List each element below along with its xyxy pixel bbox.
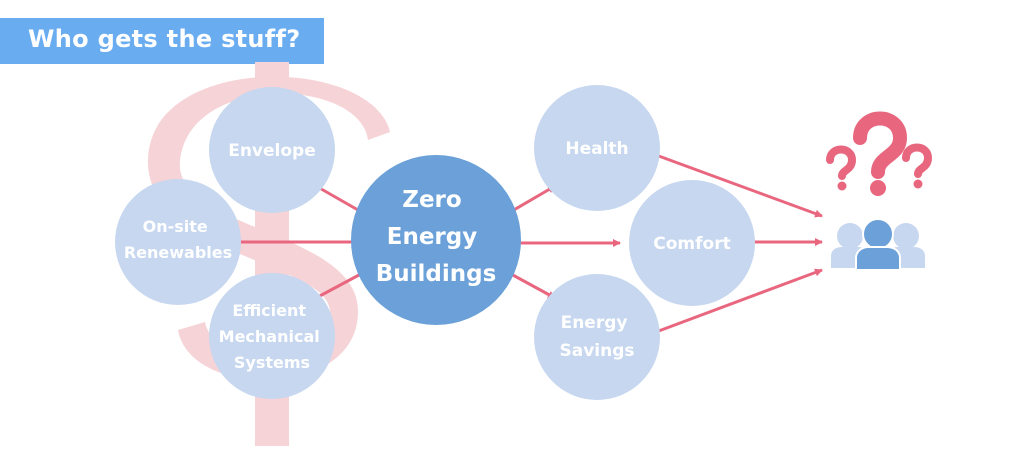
node-zero-energy-buildings: Zero Energy Buildings (351, 155, 521, 325)
arrow-savings-to-people (655, 268, 823, 334)
node-label: Health (565, 139, 628, 159)
page-title: Who gets the stuff? (28, 25, 301, 53)
node-label: Efficient Mechanical Systems (219, 301, 326, 372)
node-health: Health (534, 85, 660, 211)
node-label: Envelope (228, 141, 316, 161)
node-label: Comfort (653, 234, 730, 254)
people-group-icon (831, 218, 925, 271)
question-marks-icon (826, 111, 933, 196)
node-label: Zero Energy Buildings (376, 187, 497, 287)
node-mechanical: Efficient Mechanical Systems (209, 273, 335, 399)
title-banner: Who gets the stuff? (0, 18, 324, 64)
node-energy-savings: Energy Savings (534, 274, 660, 400)
arrow-health-to-people (655, 153, 823, 218)
node-envelope: Envelope (209, 87, 335, 213)
node-label: On-site Renewables (124, 217, 232, 262)
node-label: Energy Savings (559, 313, 634, 361)
node-comfort: Comfort (629, 180, 755, 306)
node-renewables: On-site Renewables (115, 179, 241, 305)
